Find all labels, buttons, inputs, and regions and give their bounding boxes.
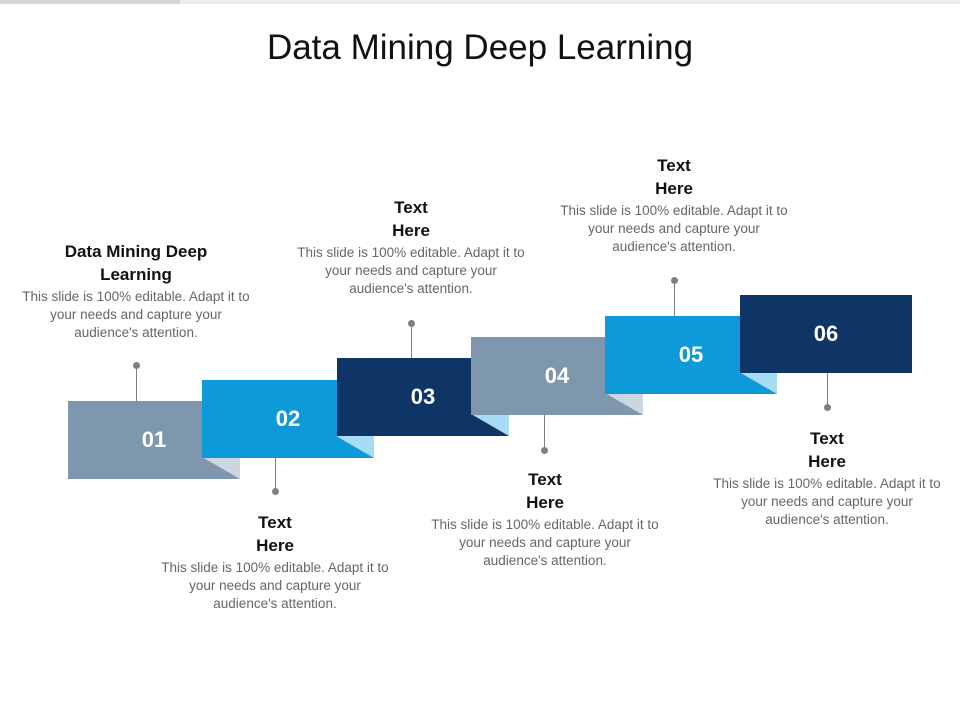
step-04-connector [544,415,545,449]
step-01-dot [133,362,140,369]
step-05-dot [671,277,678,284]
step-06-number: 06 [813,321,839,346]
step-03-number: 03 [410,384,436,409]
step-05-fold [739,372,777,394]
step-02-fold [336,436,374,458]
step-03-connector [411,326,412,358]
step-01-description: This slide is 100% editable. Adapt it to… [22,289,250,340]
step-04-fold [605,393,643,415]
step-05-connector [674,283,675,316]
step-04-description: This slide is 100% editable. Adapt it to… [431,517,659,568]
step-05-number: 05 [678,342,704,367]
step-02-number: 02 [275,406,301,431]
step-02-heading: Text Here [256,513,294,555]
step-04-label: Text Here This slide is 100% editable. A… [430,468,660,570]
step-03-label: Text Here This slide is 100% editable. A… [296,196,526,298]
step-01-connector [136,367,137,401]
slide-title: Data Mining Deep Learning [266,28,694,67]
step-01-label: Data Mining Deep Learning This slide is … [21,240,251,342]
step-03-fold [471,414,509,436]
step-02-connector [275,458,276,490]
step-03-description: This slide is 100% editable. Adapt it to… [297,245,525,296]
step-01-number: 01 [141,427,167,452]
step-06-description: This slide is 100% editable. Adapt it to… [713,476,941,527]
step-06-dot [824,404,831,411]
step-02-label: Text Here This slide is 100% editable. A… [160,511,390,613]
step-06-heading: Text Here [808,429,846,471]
step-06-connector [827,373,828,407]
top-border-line [0,0,960,4]
step-02-dot [272,488,279,495]
step-01-fold [202,457,240,479]
top-border-accent [0,0,180,4]
step-05-heading: Text Here [655,156,693,198]
step-02-description: This slide is 100% editable. Adapt it to… [161,560,389,611]
step-06-label: Text Here This slide is 100% editable. A… [712,427,942,529]
step-03-heading: Text Here [392,198,430,240]
step-06-block: 06 [740,295,912,373]
step-01-heading: Data Mining Deep Learning [64,242,208,284]
step-03-dot [408,320,415,327]
step-04-number: 04 [544,363,570,388]
step-05-description: This slide is 100% editable. Adapt it to… [560,203,788,254]
step-05-label: Text Here This slide is 100% editable. A… [559,154,789,256]
step-04-dot [541,447,548,454]
step-04-heading: Text Here [526,470,564,512]
